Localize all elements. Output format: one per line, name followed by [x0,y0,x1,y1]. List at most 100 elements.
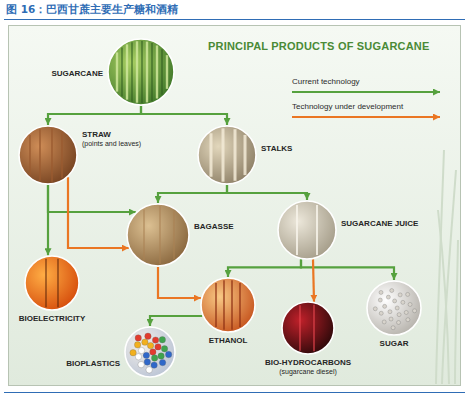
texture-stroke [313,305,314,351]
node-label: BAGASSE [194,222,234,232]
circle-picture [107,38,175,106]
texture-stroke [51,128,53,181]
circle-fill [278,201,336,259]
circle-picture [126,203,190,267]
texture-dot [391,326,395,330]
texture-dot [406,318,410,322]
texture-stroke [121,48,122,97]
texture-stroke [166,55,168,89]
texture-dot [373,307,377,311]
texture-dot [161,346,167,352]
circle-fill [198,126,256,184]
texture-dot [395,306,399,310]
product-name: ETHANOL [209,336,248,346]
product-name: BAGASSE [194,222,234,232]
panel [9,26,461,386]
node-label: SUGAR [380,339,409,349]
texture-dot [151,355,157,361]
texture-dot [159,337,165,343]
texture-stroke [156,45,158,98]
circle-picture [281,301,335,355]
texture-stroke [29,135,31,175]
texture-dot [389,317,393,321]
texture-dot [143,352,149,358]
texture-dot [134,342,140,348]
texture-stroke [146,42,148,103]
product-name: SUGAR [380,339,409,349]
texture-dot [145,333,151,339]
texture-dot [152,337,158,343]
texture-dot [130,350,136,356]
straw-circle: STRAW(points and leaves) [18,125,78,185]
texture-dot [135,335,141,341]
texture-stroke [159,206,160,264]
product-name: STALKS [261,144,292,154]
texture-dot [401,300,405,304]
sugar-circle: SUGAR [366,280,422,336]
circle-picture [277,200,337,260]
bioelectricity-circle: BIOELECTRICITY [24,255,80,311]
texture-dot [142,339,148,345]
texture-stroke [222,128,225,181]
circle-fill [125,327,175,377]
texture-stroke [39,129,41,181]
circle-fill [127,204,189,266]
texture-stroke [299,305,300,350]
product-name: SUGARCANE [51,69,103,79]
texture-dot [138,347,144,353]
figure-title: 图 16：巴西甘蔗主要生产糖和酒精 [6,3,178,17]
product-name: BIOELECTRICITY [19,314,86,324]
development-arrow [158,267,201,298]
texture-stroke [131,42,132,101]
current-arrow [227,185,307,200]
texture-stroke [223,280,224,329]
legend-entry: Technology under development [292,102,403,111]
texture-dot [150,349,156,355]
product-name: STRAW [82,130,141,140]
legend-line-current [292,91,440,93]
circle-fill [367,281,421,335]
texture-stroke [231,280,232,329]
texture-stroke [151,43,152,101]
texture-stroke [161,49,162,95]
current-arrow [158,185,227,203]
texture-stroke [45,259,46,308]
texture-dot [147,342,153,348]
circle-fill [282,302,334,354]
title-rule [4,19,465,20]
circle-fill [201,278,255,332]
texture-dot [155,344,161,350]
texture-stroke [316,205,318,255]
texture-dot [386,295,390,299]
texture-dot [146,367,152,373]
circle-picture [124,326,176,378]
current-arrow [301,259,394,280]
circle-fill [25,256,79,310]
product-name: BIO-HYDROCARBONS [265,358,351,368]
texture-dot [138,361,144,367]
texture-dot [388,310,392,314]
current-arrow [228,259,301,277]
texture-stroke [61,132,63,178]
texture-dot [151,362,157,368]
circle-picture [200,277,256,333]
node-label: BIO-HYDROCARBONS(sugarcane diesel) [265,358,351,376]
legend-line-development [292,116,440,118]
circle-picture [366,280,422,336]
texture-stroke [215,283,216,327]
texture-dot [378,298,382,302]
texture-dot [413,309,417,313]
ethanol-circle: ETHANOL [200,277,256,333]
node-label: STRAW(points and leaves) [82,130,141,148]
node-label: SUGARCANE [51,69,103,79]
texture-dot [144,359,150,365]
circle-picture [24,255,80,311]
texture-stroke [57,259,58,308]
texture-dot [393,299,397,303]
stalks-circle: STALKS [197,125,257,185]
grass-texture [436,150,458,384]
texture-dot [404,310,408,314]
texture-dot [159,359,165,365]
juice-circle: SUGARCANE JUICE [277,200,337,260]
legend-entry: Current technology [292,77,360,86]
